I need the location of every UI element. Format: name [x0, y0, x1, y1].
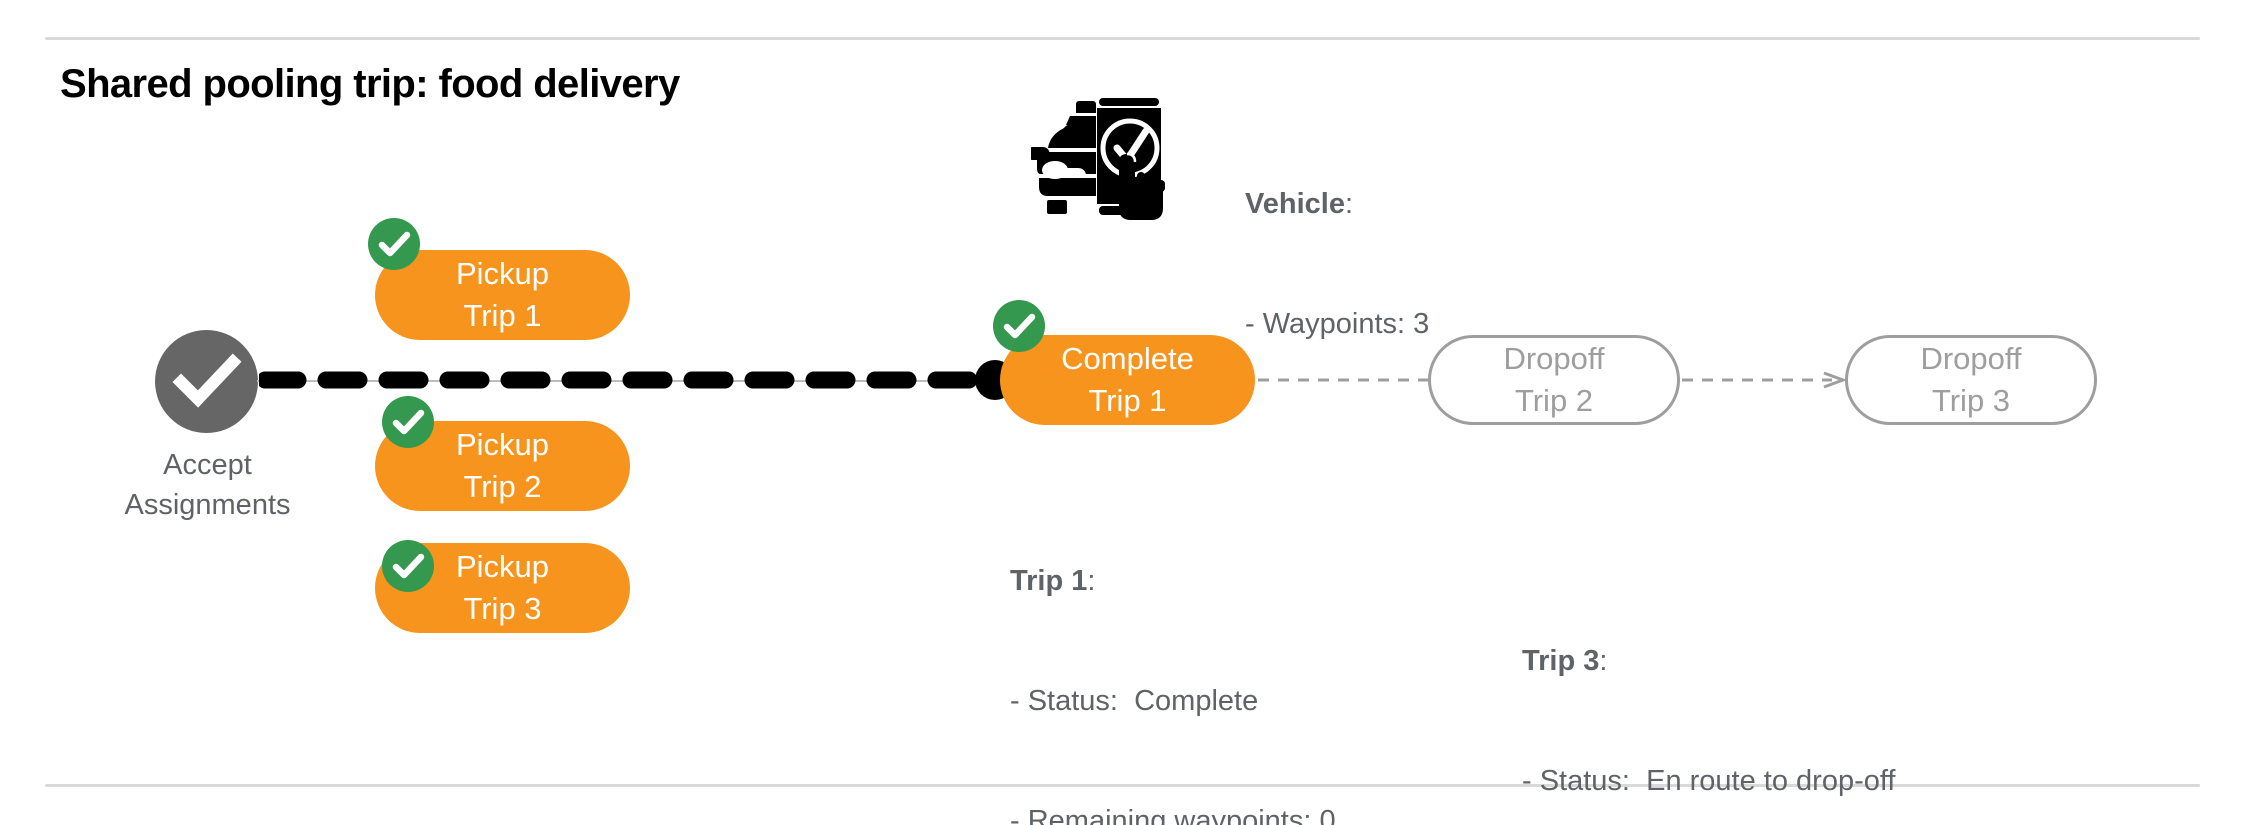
trip-1-note-heading: Trip 1:: [1010, 561, 1383, 601]
node-dropoff-trip-3[interactable]: Dropoff Trip 3: [1845, 335, 2097, 425]
connector-complete-to-dropoff2: [1258, 378, 1430, 382]
connector-accept-to-complete: [259, 371, 999, 389]
chip-pickup-trip-3-line1: Pickup: [455, 549, 550, 584]
accept-assignments-label-line2: Assignments: [124, 489, 291, 521]
chip-pickup-trip-1[interactable]: Pickup Trip 1: [375, 250, 630, 340]
bottom-divider: [45, 784, 2200, 787]
trip-3-note-heading-text: Trip 3: [1522, 645, 1600, 677]
vehicle-note-heading-colon: :: [1344, 188, 1354, 220]
trip-3-notes: Trip 3: - Status: En route to drop-off -…: [1522, 561, 1895, 825]
chip-complete-trip-1[interactable]: Complete Trip 1: [1000, 335, 1255, 425]
connector-dropoff2-to-dropoff3: [1682, 371, 1848, 389]
accept-assignments-label: Accept Assignments: [70, 445, 345, 525]
node-dropoff-trip-3-line1: Dropoff: [1920, 341, 2022, 376]
node-dropoff-trip-3-line2: Trip 3: [1931, 383, 2011, 418]
top-divider: [45, 37, 2200, 40]
trip-3-note-heading: Trip 3:: [1522, 641, 1895, 681]
check-icon: [172, 353, 242, 408]
trip-1-note-status: - Status: Complete: [1010, 685, 1259, 717]
check-badge-icon-complete-trip-1: [993, 300, 1045, 352]
page-title: Shared pooling trip: food delivery: [60, 62, 680, 106]
chip-complete-trip-1-line1: Complete: [1061, 341, 1194, 376]
chip-pickup-trip-1-line1: Pickup: [455, 256, 550, 291]
vehicle-note-heading-text: Vehicle: [1245, 188, 1345, 220]
trip-1-2-notes: Trip 1: - Status: Complete - Remaining w…: [1010, 481, 1383, 825]
vehicle-note: Vehicle: - Waypoints: 3: [1245, 104, 1429, 424]
car-phone-check-icon: [1031, 86, 1186, 226]
trip-3-note-heading-colon: :: [1599, 645, 1608, 677]
check-badge-icon-pickup-trip-3: [382, 540, 434, 592]
node-dropoff-trip-2-line1: Dropoff: [1503, 341, 1605, 376]
node-dropoff-trip-2[interactable]: Dropoff Trip 2: [1428, 335, 1680, 425]
check-badge-icon-pickup-trip-1: [368, 218, 420, 270]
chip-pickup-trip-2-line1: Pickup: [455, 427, 550, 462]
chip-complete-trip-1-line2: Trip 1: [1088, 383, 1167, 418]
vehicle-note-heading: Vehicle:: [1245, 184, 1429, 224]
trip-3-note-status: - Status: En route to drop-off: [1522, 765, 1896, 797]
chip-pickup-trip-1-line2: Trip 1: [463, 298, 542, 333]
accept-assignments-label-line1: Accept: [163, 449, 252, 481]
node-dropoff-trip-2-line2: Trip 2: [1514, 383, 1594, 418]
vehicle-note-waypoints: - Waypoints: 3: [1245, 308, 1430, 340]
accept-assignments-node[interactable]: [155, 330, 258, 433]
trip-1-note-waypoints: - Remaining waypoints: 0: [1010, 805, 1336, 825]
check-badge-icon-pickup-trip-2: [382, 396, 434, 448]
trip-1-note-heading-text: Trip 1: [1010, 565, 1088, 597]
trip-1-note-heading-colon: :: [1087, 565, 1096, 597]
chip-pickup-trip-2-line2: Trip 2: [463, 469, 542, 504]
chip-pickup-trip-3-line2: Trip 3: [463, 591, 542, 626]
